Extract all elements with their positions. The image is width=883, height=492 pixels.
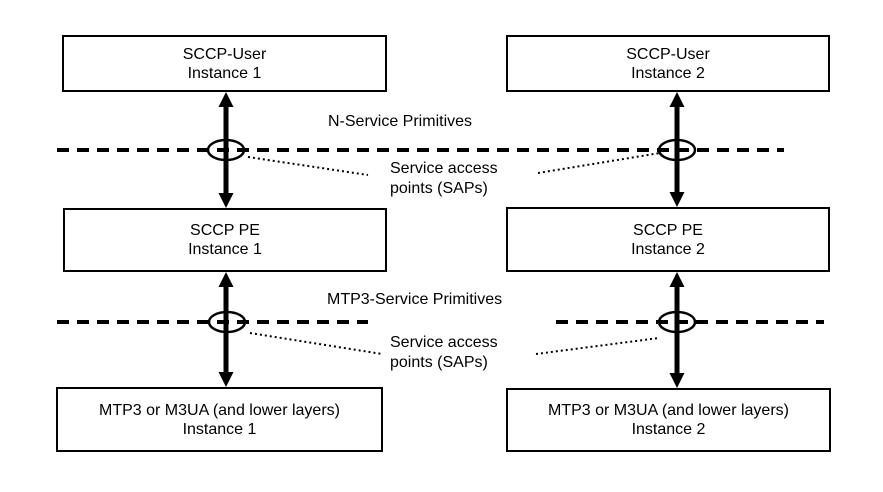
arrow-sccp-user-to-pe-instance1 (218, 92, 234, 208)
box-mtp3-m3ua-instance1: MTP3 or M3UA (and lower layers) Instance… (56, 387, 383, 452)
sap-marker-lower-left (207, 310, 247, 334)
box-label-line2: Instance 2 (631, 64, 705, 82)
box-label-line2: Instance 2 (631, 421, 706, 438)
box-sccp-pe-instance1: SCCP PE Instance 1 (63, 208, 387, 272)
box-sccp-user-instance1: SCCP-User Instance 1 (62, 35, 387, 92)
leader-line-upper-left (247, 156, 369, 176)
leader-line-lower-left (249, 332, 383, 355)
box-sccp-user-instance2: SCCP-User Instance 2 (506, 35, 830, 92)
arrow-sccp-pe-to-mtp3-instance2 (669, 272, 685, 388)
box-label-line2: Instance 2 (631, 240, 705, 258)
arrow-sccp-pe-to-mtp3-instance1 (218, 272, 234, 387)
sap-marker-upper-left (206, 138, 246, 162)
arrow-sccp-user-to-pe-instance2 (669, 92, 685, 207)
sap-label-line1: Service access (390, 160, 498, 177)
sap-label-line2: points (SAPs) (390, 354, 488, 371)
label-n-service-primitives: N-Service Primitives (328, 113, 473, 130)
box-label-line1: SCCP PE (190, 222, 260, 239)
box-label-line1: MTP3 or M3UA (and lower layers) (548, 402, 789, 419)
label-service-access-points-lower: Service access points (SAPs) (390, 333, 498, 373)
box-mtp3-m3ua-instance2: MTP3 or M3UA (and lower layers) Instance… (506, 388, 831, 452)
box-label-line2: Instance 1 (182, 420, 257, 438)
box-label-line2: Instance 1 (187, 64, 262, 82)
sap-marker-lower-right (657, 310, 697, 334)
leader-line-upper-right (537, 152, 661, 174)
box-sccp-pe-instance2: SCCP PE Instance 2 (506, 207, 830, 272)
box-label-line1: SCCP-User (626, 45, 710, 63)
sap-label-line1: Service access (390, 334, 498, 351)
leader-line-lower-right (535, 337, 660, 355)
box-label-line1: SCCP-User (182, 45, 267, 63)
label-service-access-points-upper: Service access points (SAPs) (390, 159, 498, 199)
box-label-line2: Instance 1 (188, 241, 262, 258)
box-label-line1: MTP3 or M3UA (and lower layers) (99, 401, 340, 419)
sap-label-line2: points (SAPs) (390, 180, 488, 197)
label-mtp3-service-primitives: MTP3-Service Primitives (327, 291, 503, 308)
sap-marker-upper-right (657, 138, 697, 162)
box-label-line1: SCCP PE (633, 221, 703, 239)
